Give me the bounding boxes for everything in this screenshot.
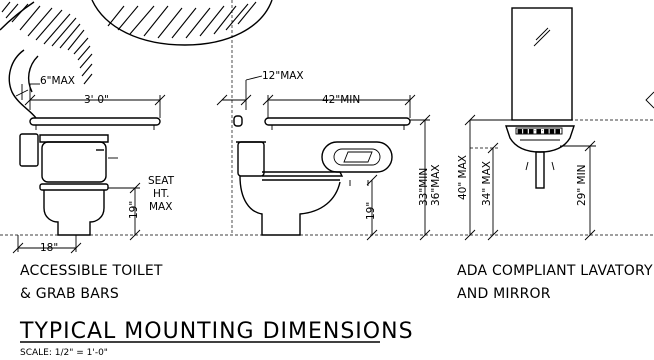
paper-dispenser: [321, 141, 393, 173]
lavatory-dimensions: 40" MAX 34" MAX 29" MIN: [457, 114, 596, 241]
svg-text:■■■·■·■■■: ■■■·■·■■■: [517, 128, 561, 135]
toilet-tank-front: [41, 141, 107, 183]
dim-3ft: 3'-0": [84, 94, 109, 106]
drawing-title: TYPICAL MOUNTING DIMENSIONS: [19, 319, 414, 344]
front-dimensions: 6"MAX 3'-0" 18" 19" SEAT HT. MAX: [12, 75, 175, 254]
caption-toilet-1: ACCESSIBLE TOILET: [20, 263, 163, 279]
tissue-holder: [19, 133, 39, 167]
rear-grab-bar: [29, 117, 161, 126]
seat-label-3: MAX: [149, 201, 172, 213]
dim-6max: 6"MAX: [40, 75, 75, 87]
dim-18: 18": [40, 242, 58, 254]
dim-42min: 42"MIN: [322, 94, 360, 106]
seat-label-1: SEAT: [148, 175, 175, 187]
dim-34max: 34" MAX: [481, 161, 493, 206]
dim-19-front: 19": [128, 201, 140, 219]
dim-33min: 33"MIN: [418, 168, 430, 206]
side-grab-bar: [264, 117, 411, 126]
side-dimensions: 12"MAX 42"MIN 19" 33"MIN 36"MAX: [216, 70, 442, 241]
seat-label-2: HT.: [153, 188, 169, 200]
logo-arc: [0, 0, 273, 119]
caption-lav-2: AND MIRROR: [457, 286, 551, 302]
lavatory-view: ■■■·■·■■■: [505, 7, 654, 189]
drawing-scale: SCALE: 1/2" = 1'-0": [20, 348, 108, 358]
toilet-front-view: [19, 117, 161, 236]
dim-19-side: 19": [365, 202, 377, 220]
caption-lav-1: ADA COMPLIANT LAVATORY: [457, 263, 653, 279]
dim-36max: 36"MAX: [430, 164, 442, 206]
dim-12max: 12"MAX: [262, 70, 304, 82]
dim-40max: 40" MAX: [457, 155, 469, 200]
dim-29min: 29" MIN: [576, 164, 588, 206]
toilet-side-view: [233, 115, 411, 236]
caption-toilet-2: & GRAB BARS: [20, 286, 119, 302]
mirror: [511, 7, 573, 121]
toilet-tank-side: [237, 141, 265, 177]
